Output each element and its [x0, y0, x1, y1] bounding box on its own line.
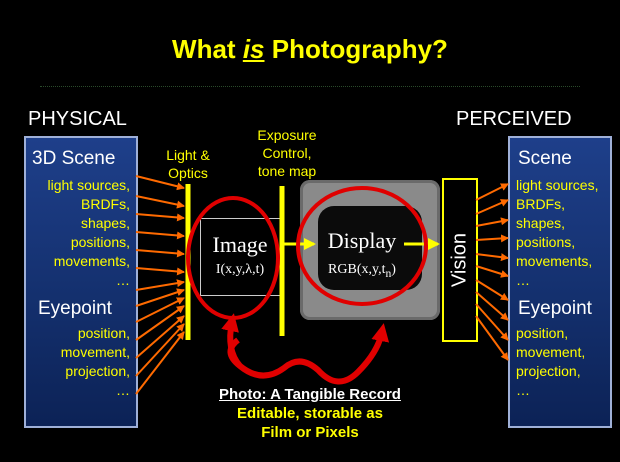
- display-formula-main: RGB(x,y,t: [328, 262, 386, 277]
- list-item: projection,: [516, 363, 581, 379]
- physical-header: PHYSICAL: [28, 108, 127, 130]
- list-item: shapes,: [80, 215, 130, 231]
- perceived-arrows: [475, 183, 509, 361]
- caption-line: Film or Pixels: [261, 424, 359, 441]
- list-item: positions,: [516, 234, 576, 250]
- list-item: …: [516, 382, 530, 398]
- vision-arrow: [475, 217, 509, 227]
- exposure-line: Exposure: [257, 127, 317, 143]
- light-optics-line: Light &: [166, 147, 210, 163]
- eye-items-right: position, movement, projection, …: [516, 324, 585, 400]
- eyepoint-heading-left: Eyepoint: [38, 298, 112, 319]
- incoming-light-arrows: [135, 175, 185, 395]
- display-monitor: [300, 180, 440, 320]
- exposure-label: Exposure Control, tone map: [246, 126, 328, 180]
- light-arrow: [135, 288, 185, 307]
- image-title: Image: [212, 232, 268, 257]
- list-item: movements,: [516, 253, 593, 269]
- vision-arrow: [475, 265, 509, 278]
- list-item: BRDFs,: [516, 196, 565, 212]
- light-arrow: [135, 175, 185, 191]
- exposure-line: Control,: [262, 145, 312, 161]
- display-highlight-ellipse: [296, 186, 428, 306]
- display-title: Display: [327, 228, 397, 253]
- list-item: BRDFs,: [81, 196, 130, 212]
- eye-items-left: position, movement, projection, …: [61, 324, 130, 400]
- title-prefix: What: [172, 34, 243, 64]
- list-item: …: [116, 382, 130, 398]
- physical-panel: 3D Scene light sources, BRDFs, shapes, p…: [24, 136, 138, 428]
- light-arrow: [135, 195, 185, 209]
- display-screen: [318, 206, 422, 290]
- vision-box: Vision: [442, 178, 478, 342]
- exposure-line: tone map: [257, 163, 317, 179]
- title-suffix: Photography?: [264, 34, 448, 64]
- list-item: movement,: [516, 344, 586, 360]
- perceived-panel: Scene light sources, BRDFs, shapes, posi…: [508, 136, 612, 428]
- vision-arrow: [475, 234, 509, 243]
- slide-title: What is Photography?: [0, 34, 620, 65]
- display-formula: RGB(x,y,tn): [312, 262, 412, 280]
- display-formula-end: ): [391, 262, 396, 277]
- list-item: projection,: [65, 363, 130, 379]
- list-item: movement,: [60, 344, 130, 360]
- light-arrow: [135, 249, 185, 258]
- title-divider: [40, 86, 580, 87]
- light-arrow: [135, 297, 185, 323]
- list-item: positions,: [70, 234, 130, 250]
- vision-arrow: [475, 303, 509, 341]
- list-item: light sources,: [47, 177, 130, 193]
- light-arrow: [135, 323, 185, 377]
- caption-heading: Photo: A Tangible Record: [219, 386, 401, 403]
- image-highlight-ellipse: [186, 196, 280, 320]
- vision-arrow: [475, 253, 509, 262]
- list-item: light sources,: [516, 177, 599, 193]
- display-formula-subscript: n: [385, 266, 392, 280]
- vision-arrow: [475, 199, 509, 215]
- list-item: …: [516, 272, 530, 288]
- list-item: position,: [516, 325, 569, 341]
- image-box: [200, 218, 282, 296]
- light-arrow: [135, 231, 185, 240]
- list-item: movements,: [53, 253, 130, 269]
- light-arrow: [135, 305, 185, 341]
- light-optics-label: Light & Optics: [160, 146, 216, 182]
- scene-items-right: light sources, BRDFs, shapes, positions,…: [516, 176, 598, 290]
- list-item: position,: [77, 325, 130, 341]
- tangible-record-squiggle-left: [221, 313, 243, 368]
- bottom-caption: Photo: A Tangible Record Editable, stora…: [160, 386, 460, 441]
- scene-heading-left: 3D Scene: [32, 148, 116, 169]
- light-arrow: [135, 331, 185, 395]
- vision-arrow: [475, 279, 509, 301]
- light-arrow: [135, 267, 185, 276]
- eyepoint-heading-right: Eyepoint: [518, 298, 592, 319]
- vision-arrow: [475, 291, 509, 321]
- light-optics-line: Optics: [168, 165, 208, 181]
- vision-arrow: [475, 315, 509, 361]
- title-emphasis: is: [242, 34, 265, 64]
- scene-heading-right: Scene: [518, 148, 572, 169]
- caption-line: Editable, storable as: [237, 405, 383, 422]
- vision-arrow: [475, 183, 509, 201]
- light-arrow: [135, 279, 185, 291]
- perceived-header: PERCEIVED: [456, 108, 572, 130]
- list-item: …: [116, 272, 130, 288]
- scene-items-left: light sources, BRDFs, shapes, positions,…: [48, 176, 130, 290]
- image-formula: I(x,y,λ,t): [215, 262, 265, 277]
- list-item: shapes,: [516, 215, 566, 231]
- tangible-record-squiggle: [227, 323, 390, 385]
- light-arrow: [135, 315, 185, 359]
- light-arrow: [135, 213, 185, 222]
